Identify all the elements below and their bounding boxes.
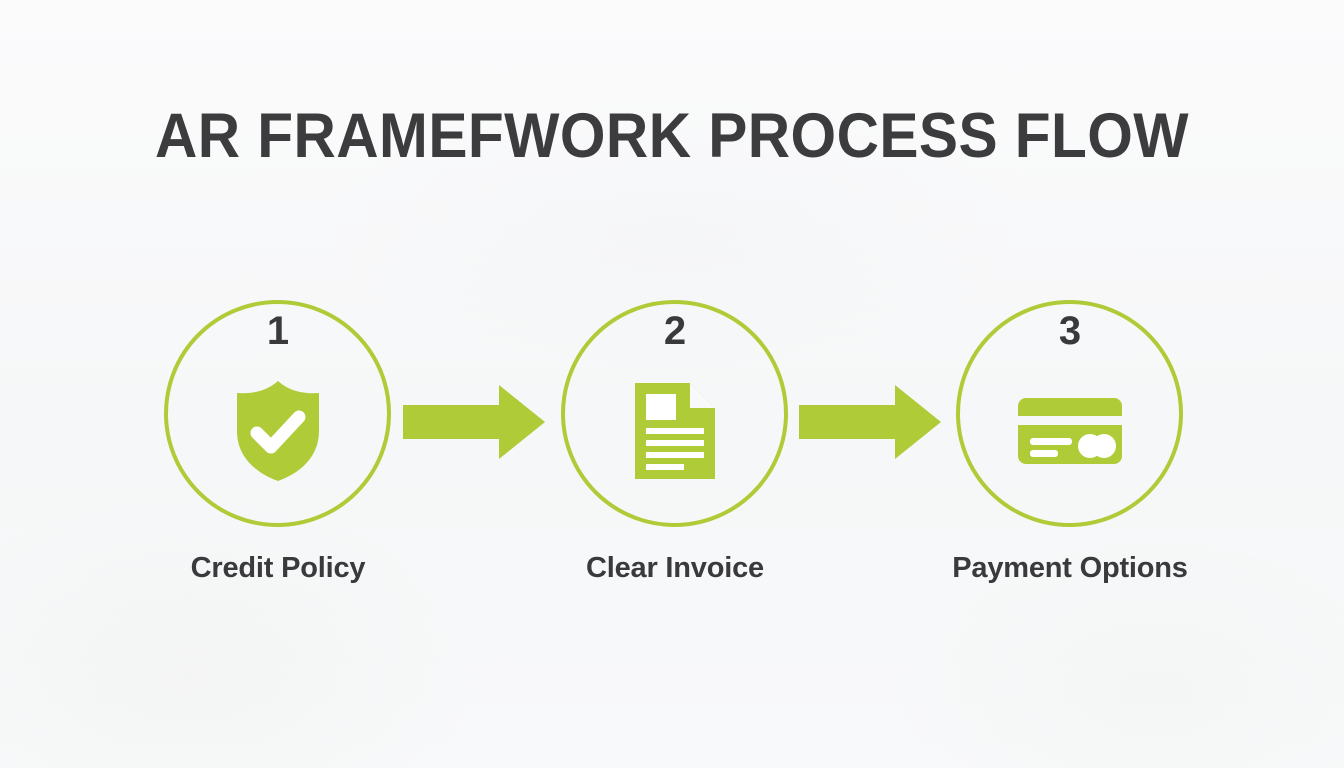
step-number: 2: [663, 309, 687, 353]
page-title: AR FRAMEFWORK PROCESS FLOW: [154, 101, 1190, 171]
arrow-right-icon: [799, 385, 941, 463]
flow-step-2[interactable]: 2 Clear Invoice: [535, 300, 815, 600]
step-circle: [561, 300, 788, 527]
step-number: 3: [1058, 309, 1082, 353]
step-label: Credit Policy: [190, 552, 366, 584]
flow-step-1[interactable]: 1 Credit Policy: [138, 300, 418, 600]
credit-card-icon: [1018, 394, 1122, 473]
step-icon-container: [535, 378, 815, 488]
arrow-right-icon: [403, 385, 545, 463]
step-circle: [164, 300, 391, 527]
flow-connector-1: [403, 385, 545, 459]
flow-step-3[interactable]: 3 Payment Options: [930, 300, 1210, 600]
flow-steps-row: 1 Credit Policy 2: [0, 300, 1344, 600]
step-number: 1: [266, 309, 290, 353]
step-circle: [956, 300, 1183, 527]
shield-check-icon: [232, 379, 324, 488]
step-label: Payment Options: [952, 552, 1188, 584]
step-label: Clear Invoice: [586, 552, 764, 584]
step-icon-container: [138, 378, 418, 488]
flow-connector-2: [799, 385, 941, 459]
invoice-document-icon: [633, 381, 717, 486]
step-icon-container: [930, 378, 1210, 488]
